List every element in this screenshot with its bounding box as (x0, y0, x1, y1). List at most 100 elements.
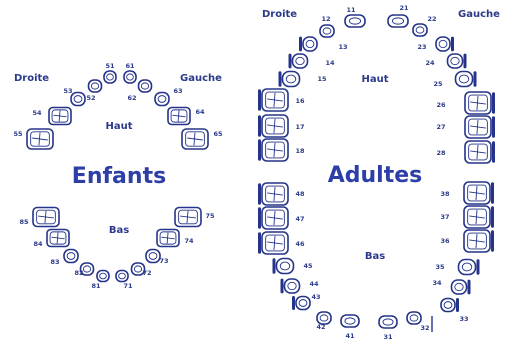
svg-text:17: 17 (295, 123, 304, 131)
tooth-35: 35 (435, 260, 478, 275)
tooth-83: 83 (50, 250, 78, 267)
svg-text:54: 54 (32, 109, 42, 117)
tooth-71: 71 (116, 271, 133, 291)
tooth-84: 84 (33, 230, 69, 249)
svg-text:38: 38 (440, 190, 450, 198)
tooth-42: 42 (316, 312, 331, 331)
tooth-11: 11 (345, 6, 365, 27)
tooth-12: 12 (320, 15, 334, 37)
svg-text:63: 63 (173, 87, 182, 95)
tooth-18: 18 (260, 139, 305, 161)
tooth-34: 34 (432, 279, 469, 294)
tooth-31: 31 (379, 316, 397, 341)
adults-upper-label: Haut (361, 74, 388, 85)
svg-text:36: 36 (440, 237, 450, 245)
svg-text:15: 15 (317, 75, 327, 83)
svg-text:43: 43 (311, 293, 320, 301)
children-lower-label: Bas (109, 225, 129, 236)
tooth-74: 74 (157, 230, 194, 247)
adults-left-label: Gauche (458, 9, 500, 20)
svg-text:34: 34 (432, 279, 442, 287)
svg-text:28: 28 (436, 149, 446, 157)
tooth-73: 73 (146, 250, 169, 266)
tooth-81: 81 (91, 271, 109, 291)
svg-text:71: 71 (123, 282, 133, 290)
svg-text:13: 13 (338, 43, 347, 51)
tooth-36: 36 (440, 230, 492, 252)
svg-text:48: 48 (295, 190, 305, 198)
svg-text:45: 45 (303, 262, 313, 270)
children-left-label: Gauche (180, 73, 222, 84)
svg-text:16: 16 (295, 97, 305, 105)
tooth-41: 41 (341, 315, 359, 340)
tooth-22: 22 (413, 15, 437, 36)
svg-text:22: 22 (427, 15, 436, 23)
tooth-64: 64 (168, 108, 205, 125)
tooth-32: 32 (407, 312, 430, 332)
tooth-15: 15 (280, 72, 327, 87)
tooth-72: 72 (132, 263, 152, 277)
svg-text:53: 53 (63, 87, 72, 95)
tooth-65: 65 (182, 129, 223, 149)
svg-text:21: 21 (399, 4, 409, 12)
tooth-52: 52 (86, 80, 101, 102)
svg-text:75: 75 (205, 212, 215, 220)
svg-text:31: 31 (383, 333, 393, 341)
tooth-13: 13 (301, 37, 348, 51)
tooth-37: 37 (440, 206, 492, 228)
svg-text:26: 26 (436, 101, 446, 109)
adults-right-label: Droite (262, 9, 297, 20)
tooth-85: 85 (19, 208, 59, 227)
tooth-25: 25 (433, 72, 475, 89)
children-right-label: Droite (14, 73, 49, 84)
tooth-82: 82 (74, 263, 93, 277)
tooth-21: 21 (388, 4, 409, 27)
svg-text:42: 42 (316, 323, 325, 331)
tooth-61: 61 (124, 62, 136, 83)
svg-text:85: 85 (19, 218, 29, 226)
children-upper-label: Haut (105, 121, 132, 132)
svg-text:81: 81 (91, 282, 101, 290)
svg-text:37: 37 (440, 213, 449, 221)
svg-text:61: 61 (125, 62, 135, 70)
svg-text:65: 65 (213, 130, 223, 138)
svg-text:33: 33 (459, 315, 468, 323)
svg-text:74: 74 (184, 237, 194, 245)
svg-text:72: 72 (142, 269, 151, 277)
svg-text:11: 11 (346, 6, 356, 14)
tooth-17: 17 (260, 115, 305, 137)
svg-text:23: 23 (417, 43, 426, 51)
svg-text:83: 83 (50, 258, 59, 266)
tooth-51: 51 (104, 62, 116, 83)
tooth-55: 55 (13, 129, 53, 149)
svg-text:55: 55 (13, 130, 23, 138)
tooth-44: 44 (282, 279, 319, 293)
tooth-23: 23 (417, 37, 452, 51)
tooth-45: 45 (274, 259, 313, 274)
tooth-24: 24 (425, 54, 465, 68)
tooth-27: 27 (436, 116, 493, 138)
tooth-48: 48 (260, 183, 305, 205)
svg-text:73: 73 (159, 257, 168, 265)
svg-text:24: 24 (425, 59, 435, 67)
children-title: Enfants (72, 164, 166, 189)
tooth-26: 26 (436, 92, 493, 114)
svg-text:32: 32 (420, 324, 429, 332)
svg-text:41: 41 (345, 332, 355, 340)
tooth-28: 28 (436, 141, 493, 163)
svg-text:84: 84 (33, 240, 43, 248)
svg-text:64: 64 (195, 108, 205, 116)
tooth-43: 43 (294, 293, 321, 310)
svg-text:35: 35 (435, 263, 445, 271)
svg-text:62: 62 (127, 94, 136, 102)
svg-text:27: 27 (436, 123, 445, 131)
svg-text:44: 44 (309, 280, 319, 288)
svg-text:18: 18 (295, 147, 305, 155)
svg-text:51: 51 (105, 62, 115, 70)
tooth-38: 38 (440, 182, 492, 204)
svg-text:12: 12 (321, 15, 330, 23)
svg-text:52: 52 (86, 94, 95, 102)
tooth-46: 46 (260, 232, 305, 254)
